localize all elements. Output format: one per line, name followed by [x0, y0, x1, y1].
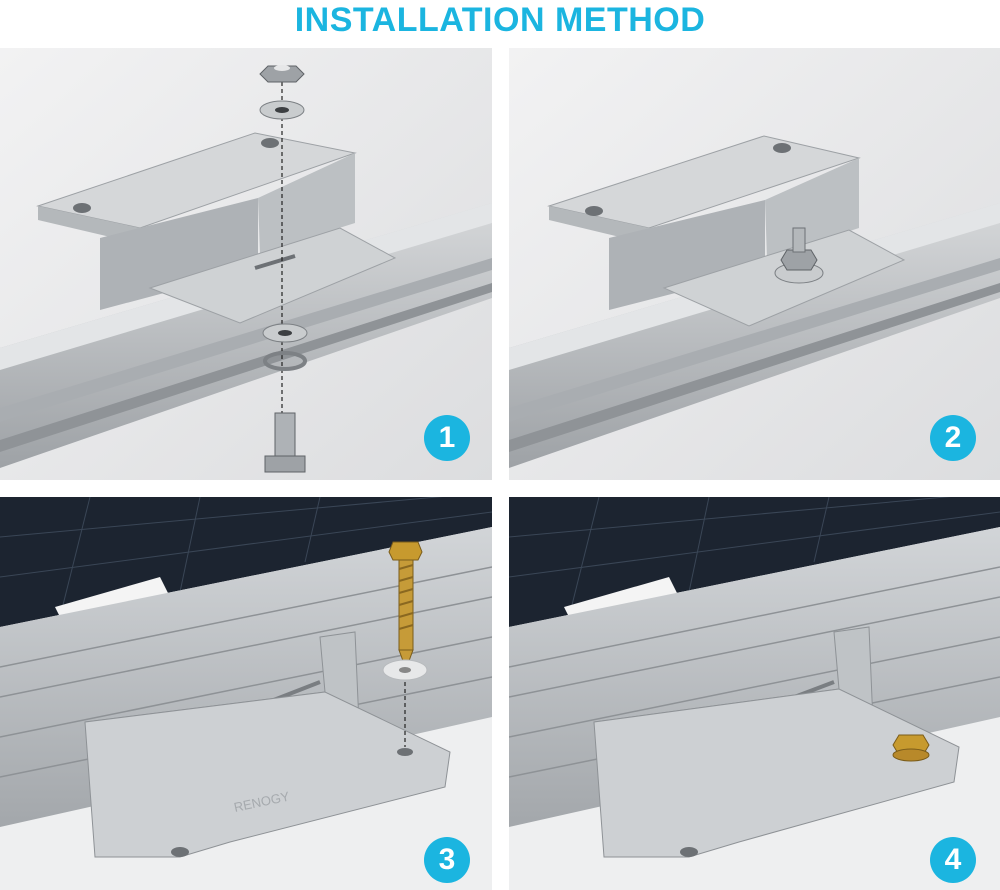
installed-nut	[780, 249, 818, 271]
bracket-plate	[148, 227, 397, 324]
self-tapping-screw	[388, 541, 423, 561]
step-badge-3: 3	[424, 837, 470, 883]
step-badge-4: 4	[930, 837, 976, 883]
step-4-illustration	[509, 497, 1000, 890]
step-2-illustration	[509, 48, 1000, 480]
step-3-illustration: RENOGY	[0, 497, 492, 890]
step-badge-2: 2	[930, 415, 976, 461]
step-3-drawing: RENOGY	[0, 497, 492, 890]
bracket-wall	[100, 198, 258, 310]
step-badge-1: 1	[424, 415, 470, 461]
step-1-illustration	[0, 48, 492, 480]
step-4-drawing	[509, 497, 1000, 890]
nut	[259, 65, 305, 83]
step-2-drawing	[509, 48, 1000, 480]
step-1-drawing	[0, 48, 492, 480]
page-title: INSTALLATION METHOD	[294, 1, 706, 39]
